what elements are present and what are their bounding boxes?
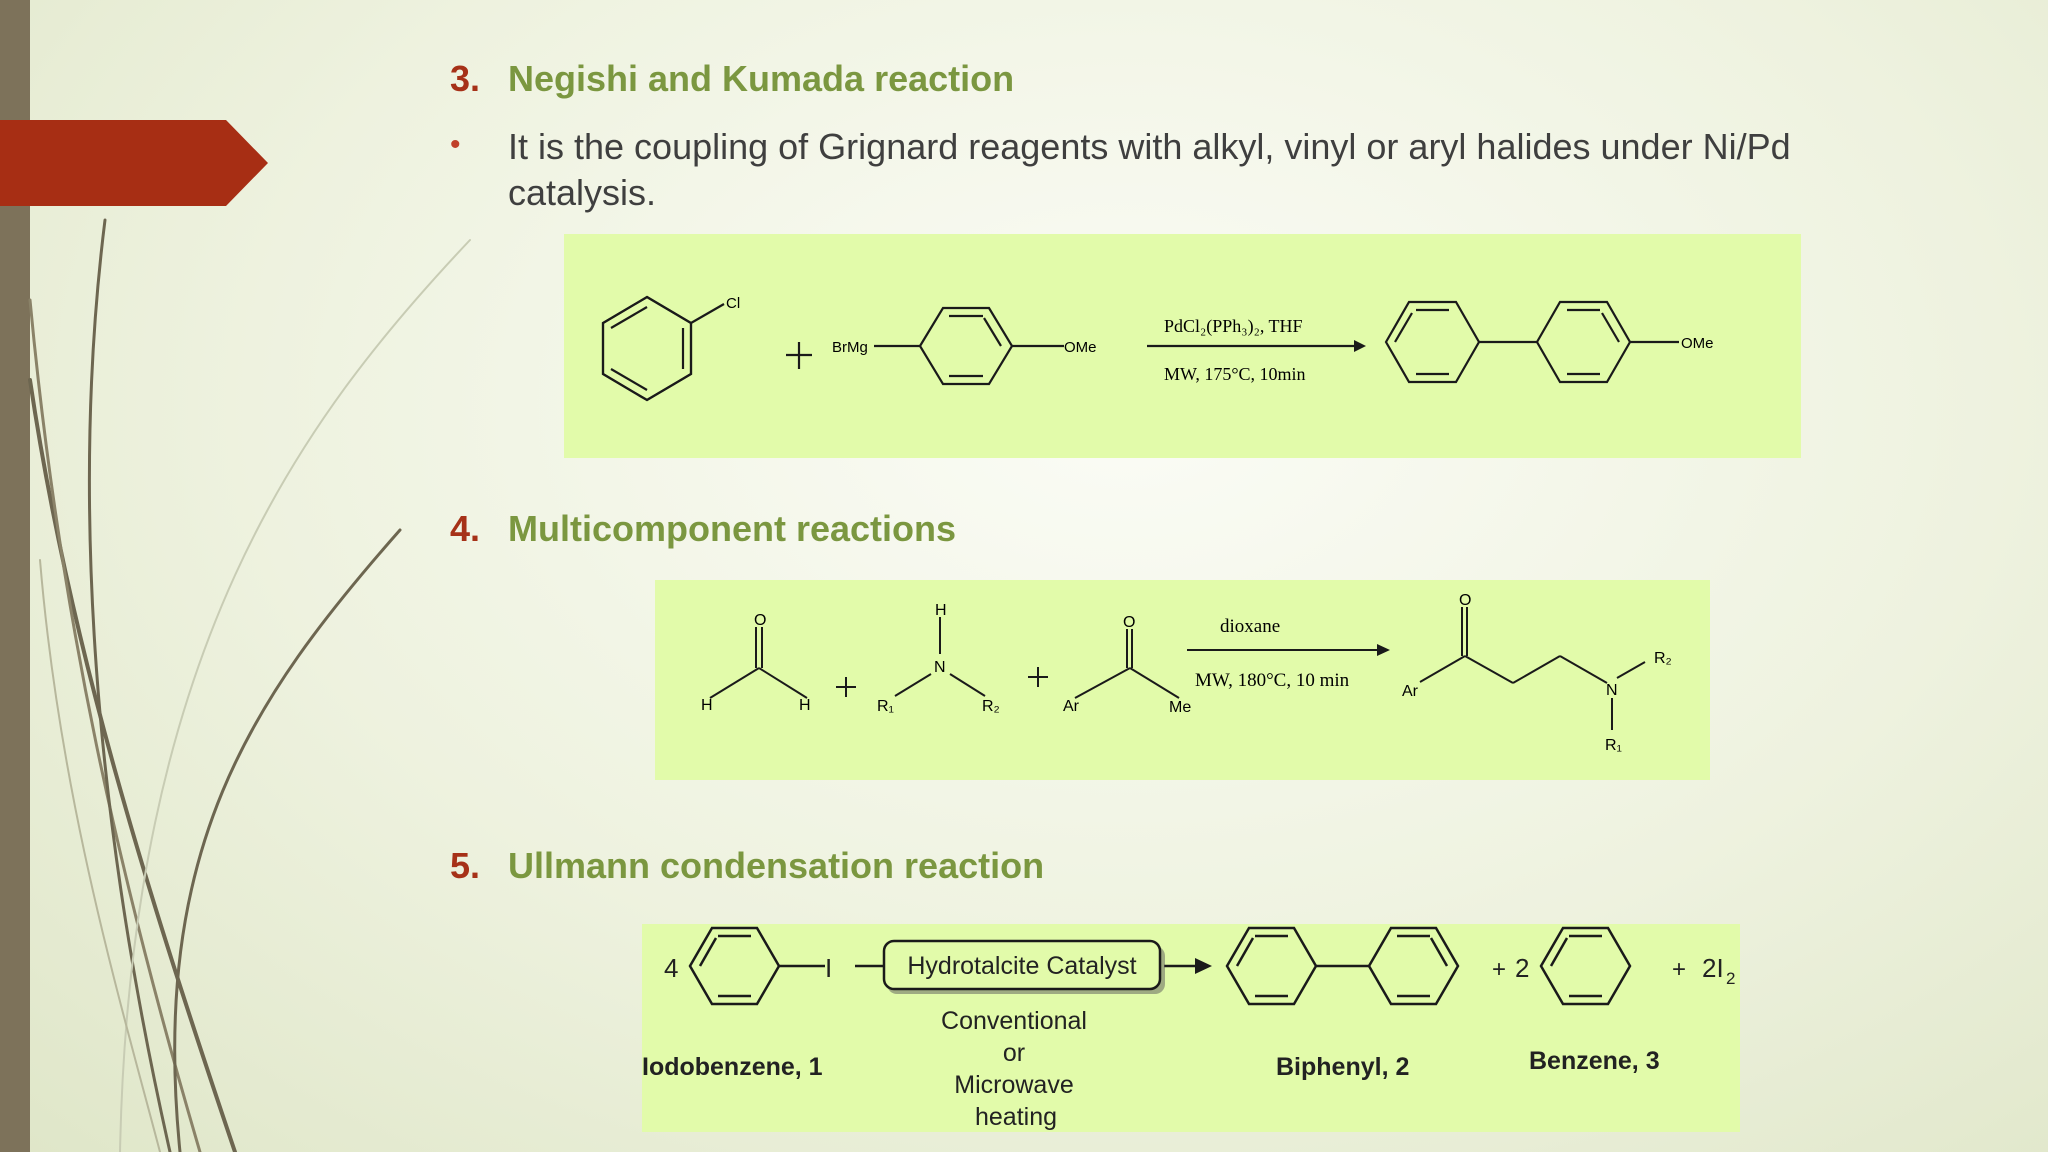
plus-sign-1: + xyxy=(1492,956,1506,983)
conditions-bottom: MW, 180°C, 10 min xyxy=(1195,670,1350,691)
chlorine-label: Cl xyxy=(726,295,740,312)
methoxy-label-right: OMe xyxy=(1681,335,1714,352)
hydrogen-label-2: H xyxy=(799,697,811,714)
bullet-text: It is the coupling of Grignard reagents … xyxy=(508,126,1791,213)
section-number: 4. xyxy=(450,508,481,549)
amine-hydrogen-label: H xyxy=(935,602,947,619)
section-number: 3. xyxy=(450,58,481,99)
section-number: 5. xyxy=(450,845,481,886)
conditions-top: dioxane xyxy=(1220,616,1280,637)
coefficient-4: 4 xyxy=(664,953,678,983)
condition-line-4: heating xyxy=(975,1103,1057,1131)
reaction-scheme-kumada: Cl BrMg OMe PdCl₂(PPh₃)₂, THF MW, 175°C,… xyxy=(564,234,1801,458)
nitrogen-label: N xyxy=(934,659,946,676)
brmg-label: BrMg xyxy=(832,339,868,356)
condition-line-3: Microwave xyxy=(954,1071,1073,1099)
reaction-scheme-ullmann: Hydrotalcite Catalyst 4 I + 2 + 2I 2 Con… xyxy=(642,924,1740,1132)
product-r2-label: R₂ xyxy=(1654,650,1672,667)
condition-line-2: or xyxy=(1003,1039,1025,1067)
reaction-scheme-mannich: O H H H N R₁ R₂ O Ar Me dioxane MW, 180°… xyxy=(655,580,1710,780)
catalyst-label: Hydrotalcite Catalyst xyxy=(907,952,1136,980)
bullet-marker: • xyxy=(450,128,461,161)
benzene-label: Benzene, 3 xyxy=(1529,1047,1660,1075)
iodine-label: I xyxy=(825,953,832,983)
iodobenzene-label: Iodobenzene, 1 xyxy=(642,1053,823,1081)
methyl-label: Me xyxy=(1169,699,1191,716)
r1-label: R₁ xyxy=(877,698,894,715)
section-heading: Ullmann condensation reaction xyxy=(508,845,1045,886)
section-heading: Multicomponent reactions xyxy=(508,508,957,549)
coefficient-2: 2 xyxy=(1515,953,1529,983)
decorative-curves xyxy=(28,218,471,1152)
hydrogen-label-1: H xyxy=(701,697,713,714)
catalyst-box xyxy=(882,939,1162,991)
conditions-top: PdCl₂(PPh₃)₂, THF xyxy=(1164,316,1303,337)
plus-sign-2: + xyxy=(1672,956,1686,983)
product-aryl-label: Ar xyxy=(1402,683,1419,700)
section-heading: Negishi and Kumada reaction xyxy=(508,58,1015,99)
oxygen-label-2: O xyxy=(1123,614,1135,631)
product-r1-label: R₁ xyxy=(1605,737,1622,754)
iodine-product-label: 2I xyxy=(1702,953,1724,983)
conditions-bottom: MW, 175°C, 10min xyxy=(1164,364,1306,384)
oxygen-label-3: O xyxy=(1459,592,1471,609)
r2-label: R₂ xyxy=(982,698,1000,715)
aryl-label: Ar xyxy=(1063,698,1080,715)
methoxy-label-left: OMe xyxy=(1064,339,1097,356)
title-arrow-tab xyxy=(0,120,268,206)
condition-line-1: Conventional xyxy=(941,1007,1087,1035)
product-nitrogen-label: N xyxy=(1606,682,1618,699)
biphenyl-label: Biphenyl, 2 xyxy=(1276,1053,1409,1081)
iodine-product-subscript: 2 xyxy=(1726,969,1735,988)
oxygen-label-1: O xyxy=(754,612,766,629)
